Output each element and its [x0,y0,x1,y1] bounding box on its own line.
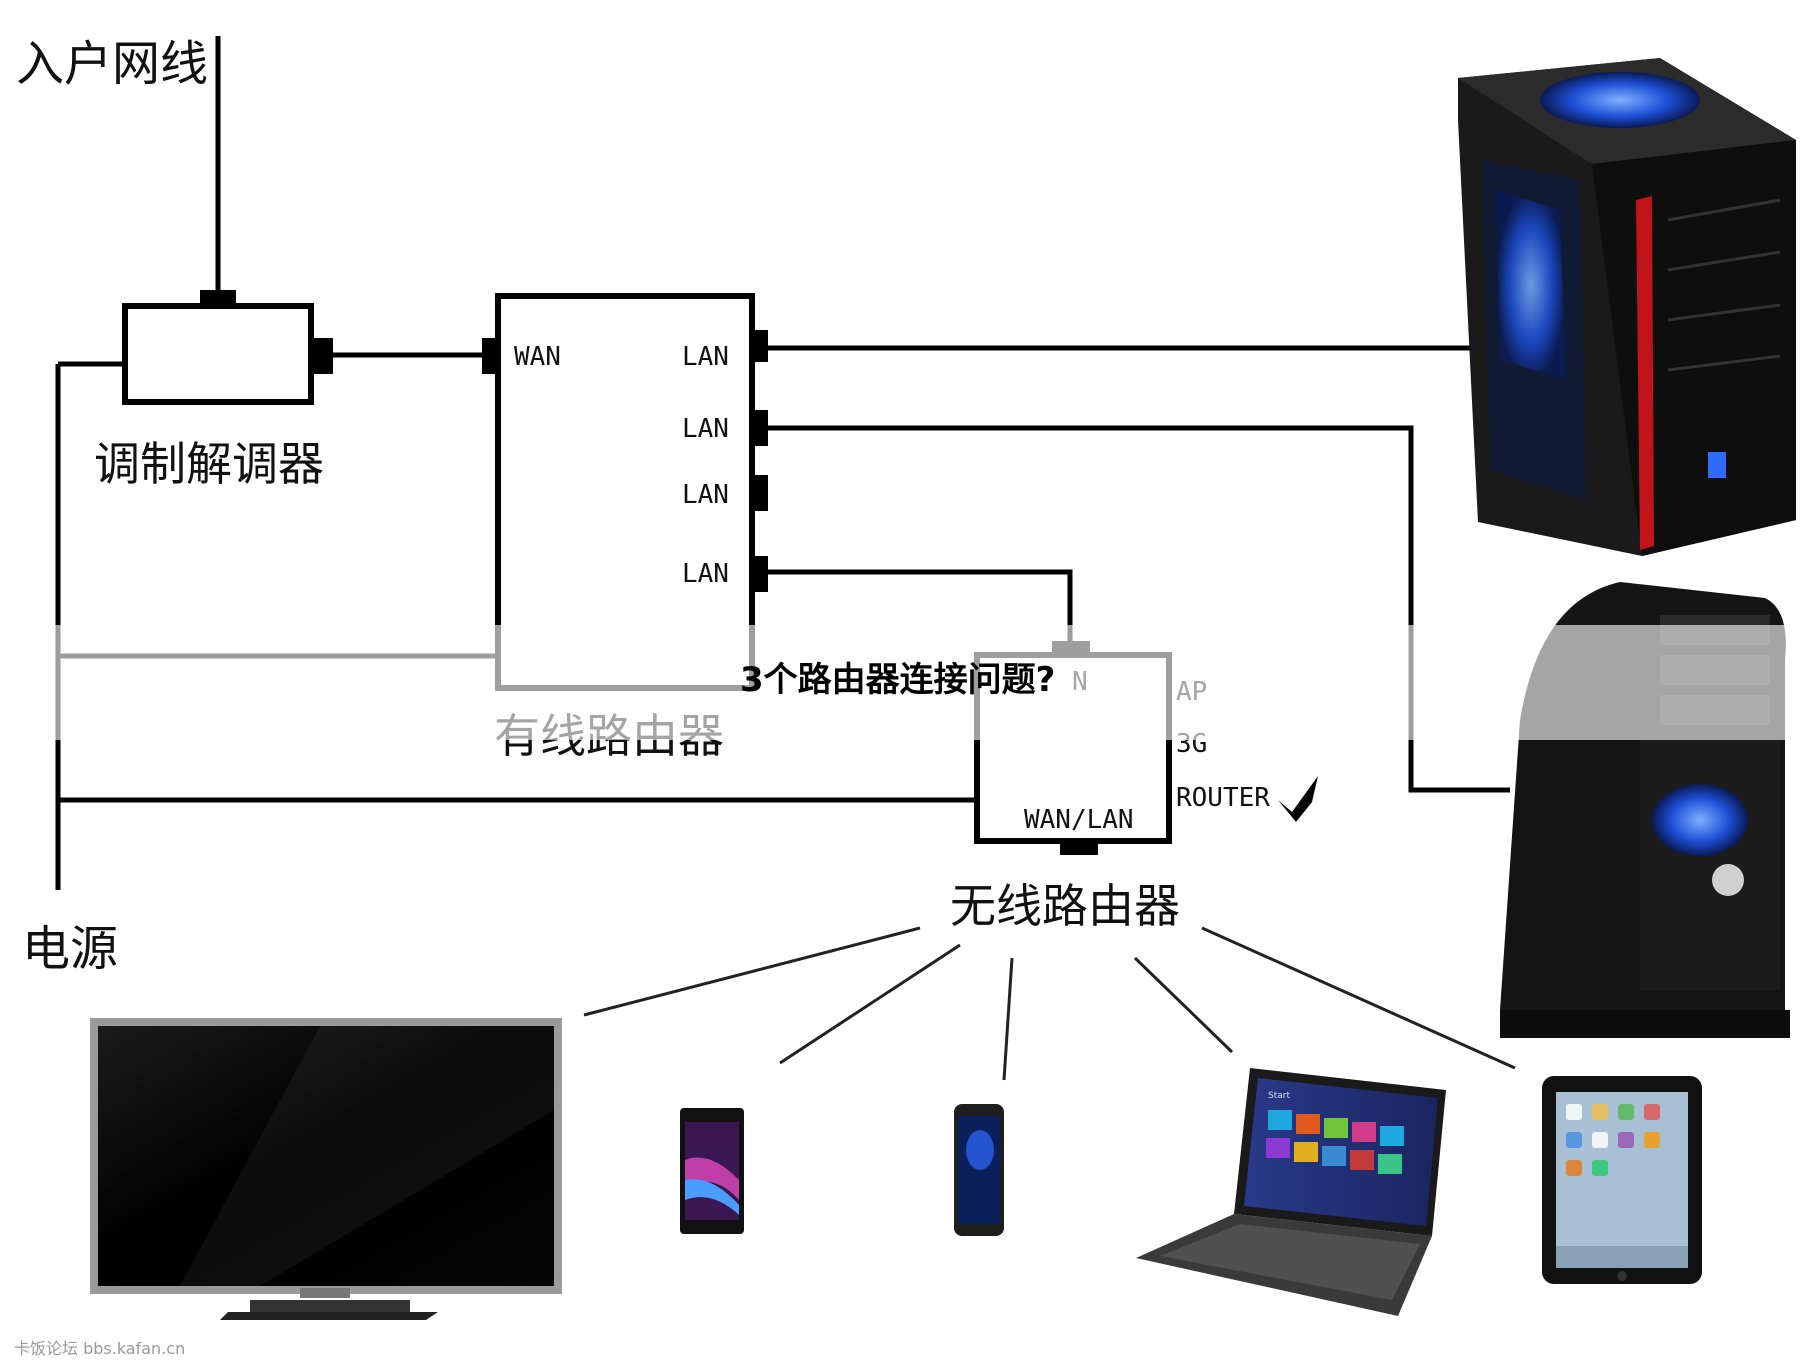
lan-port-label-1: LAN [682,342,729,372]
wireless-wan-lan-label: WAN/LAN [1024,805,1134,835]
tablet-start-text: Start [1268,1091,1290,1101]
title-banner [0,625,1816,740]
surface-tablet: Start [1136,1068,1446,1316]
lan-port-label-3: LAN [682,480,729,510]
wan-port-label: WAN [514,342,561,372]
power-label: 电源 [22,921,118,977]
modem-label: 调制解调器 [94,437,324,491]
lan-port-label-2: LAN [682,414,729,444]
phone-2 [954,1104,1004,1236]
modem [122,290,333,405]
wireless-links [583,926,1516,1081]
lan-port-label-4: LAN [682,559,729,589]
incoming-line-label: 入户网线 [16,36,208,92]
phone-1 [680,1108,744,1234]
tv [90,1018,562,1320]
ipad [1542,1076,1702,1284]
watermark: 卡饭论坛 bbs.kafan.cn [14,1339,186,1358]
desktop-tower-red [1458,58,1796,556]
checkmark-icon [1278,776,1318,822]
mode-router-label: ROUTER [1176,783,1270,813]
overlay-title: 3个路由器连接问题? [740,660,1056,700]
wireless-router-label: 无线路由器 [950,879,1180,933]
